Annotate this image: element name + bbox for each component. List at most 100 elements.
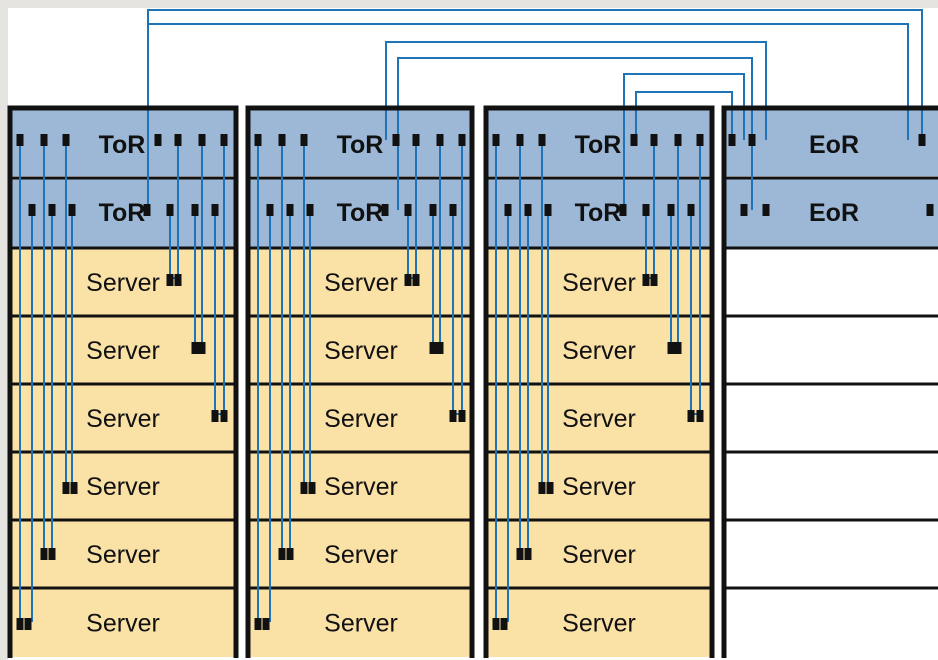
switch-port-icon xyxy=(278,134,286,146)
server-port-icon xyxy=(166,274,174,286)
server-port-icon xyxy=(650,274,658,286)
server-port-icon xyxy=(516,548,524,560)
server-port-icon xyxy=(70,482,78,494)
rack-fills xyxy=(10,108,938,657)
rack-1 xyxy=(10,108,236,657)
server-port-icon xyxy=(429,342,437,354)
switch-port-icon xyxy=(211,204,219,216)
rack-frame xyxy=(721,105,938,658)
empty-slot xyxy=(724,452,938,520)
left-margin-strip xyxy=(0,0,8,660)
tor-switch-row xyxy=(10,108,236,176)
switch-port-icon xyxy=(154,134,162,146)
empty-slot xyxy=(724,520,938,588)
eor-switch-label: EoR xyxy=(809,131,859,159)
server-port-icon xyxy=(48,548,56,560)
server-port-icon xyxy=(286,548,294,560)
server-port-icon xyxy=(642,274,650,286)
empty-slot xyxy=(724,316,938,384)
uplink-cable xyxy=(635,91,733,140)
uplink-cable xyxy=(147,23,909,210)
server-port-icon xyxy=(436,342,444,354)
eor-port-icon xyxy=(926,204,934,216)
switch-port-icon xyxy=(286,204,294,216)
server-port-icon xyxy=(174,274,182,286)
switch-port-icon xyxy=(191,204,199,216)
tor-switch-label: ToR xyxy=(575,199,622,227)
server-label: Server xyxy=(324,269,398,297)
server-label: Server xyxy=(562,473,636,501)
switch-port-icon xyxy=(538,134,546,146)
switch-port-icon xyxy=(544,204,552,216)
server-label: Server xyxy=(86,541,160,569)
rack-row-dividers xyxy=(10,176,938,590)
server-label: Server xyxy=(324,473,398,501)
eor-port-icon xyxy=(762,204,770,216)
switch-port-icon xyxy=(306,204,314,216)
switch-port-icon xyxy=(254,134,262,146)
tor-switch-row xyxy=(486,108,712,176)
switch-port-icon xyxy=(650,134,658,146)
server-port-icon xyxy=(412,274,420,286)
tor-switch-label: ToR xyxy=(99,131,146,159)
rack-frame xyxy=(7,105,239,658)
switch-port-icon xyxy=(68,204,76,216)
switch-port-icon xyxy=(642,204,650,216)
server-row xyxy=(10,384,236,452)
server-row xyxy=(486,248,712,316)
labels: ToRToRServerServerServerServerServerServ… xyxy=(86,131,859,638)
server-port-icon xyxy=(262,618,270,630)
eor-port-icon xyxy=(740,204,748,216)
switch-port-icon xyxy=(429,204,437,216)
switch-port-icon xyxy=(198,134,206,146)
rack-frames xyxy=(7,105,938,658)
switch-port-icon xyxy=(524,204,532,216)
tor-switch-label: ToR xyxy=(337,131,384,159)
server-port-icon xyxy=(687,410,695,422)
server-port-icon xyxy=(546,482,554,494)
server-row xyxy=(10,452,236,520)
server-label: Server xyxy=(86,405,160,433)
eor-port-icon xyxy=(748,134,756,146)
server-row xyxy=(486,384,712,452)
switch-port-icon xyxy=(174,134,182,146)
tor-switch-label: ToR xyxy=(99,199,146,227)
empty-slot xyxy=(724,384,938,452)
server-label: Server xyxy=(324,405,398,433)
eor-port-icon xyxy=(918,134,926,146)
server-row xyxy=(486,520,712,588)
switch-port-icon xyxy=(492,134,500,146)
server-port-icon xyxy=(308,482,316,494)
server-port-icon xyxy=(492,618,500,630)
rack-4 xyxy=(724,108,938,657)
server-port-icon xyxy=(62,482,70,494)
server-row xyxy=(486,452,712,520)
server-port-icon xyxy=(696,410,704,422)
ports xyxy=(16,134,934,630)
rack-frame xyxy=(245,105,475,658)
empty-slot xyxy=(724,588,938,657)
server-label: Server xyxy=(562,337,636,365)
eor-switch-label: EoR xyxy=(809,199,859,227)
eor-switch-row xyxy=(724,108,938,176)
switch-port-icon xyxy=(667,204,675,216)
switch-port-icon xyxy=(28,204,36,216)
server-row xyxy=(486,588,712,657)
rack-2 xyxy=(248,108,472,657)
server-row xyxy=(248,588,472,657)
server-port-icon xyxy=(211,410,219,422)
switch-port-icon xyxy=(504,204,512,216)
server-port-icon xyxy=(191,342,199,354)
server-row xyxy=(10,588,236,657)
switch-port-icon xyxy=(300,134,308,146)
uplink-cable xyxy=(385,41,767,140)
server-label: Server xyxy=(86,269,160,297)
switch-port-icon xyxy=(392,134,400,146)
switch-port-icon xyxy=(412,134,420,146)
server-port-icon xyxy=(538,482,546,494)
server-port-icon xyxy=(500,618,508,630)
cables xyxy=(19,9,923,622)
server-port-icon xyxy=(300,482,308,494)
server-label: Server xyxy=(86,610,160,638)
